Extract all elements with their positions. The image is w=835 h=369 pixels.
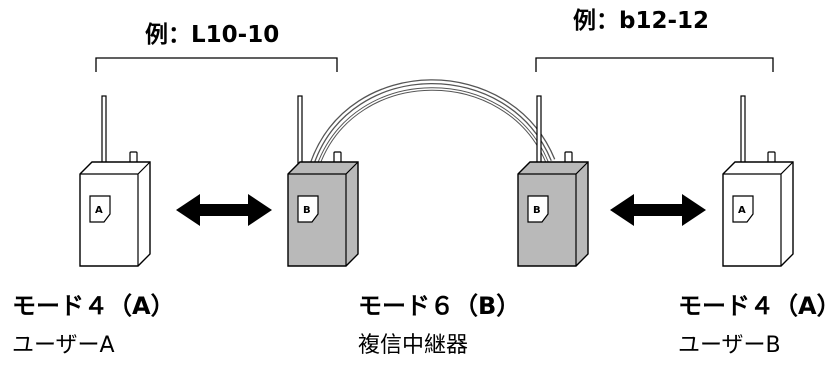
badge-a-icon xyxy=(89,195,111,223)
role-label-user-a: ユーザーA xyxy=(12,333,115,358)
role-label-user-b: ユーザーB xyxy=(678,333,781,358)
svg-text:B: B xyxy=(533,205,541,216)
bidirectional-arrow-icon xyxy=(176,194,272,226)
example-label-left: 例：L10-10 xyxy=(145,22,280,48)
repeater-cable xyxy=(309,79,556,167)
svg-text:B: B xyxy=(303,205,311,216)
left-example-bracket xyxy=(95,57,338,72)
badge-b-icon xyxy=(527,195,549,223)
bidirectional-arrow-icon xyxy=(610,194,706,226)
svg-text:A: A xyxy=(738,205,746,216)
badge-a-icon xyxy=(732,195,754,223)
badge-b-icon xyxy=(297,195,319,223)
transmitter-unit-user-b: A xyxy=(722,95,794,267)
transmitter-unit-repeater-right: B xyxy=(517,95,589,267)
transmitter-unit-repeater-left: B xyxy=(287,95,359,267)
mode-label-user-a: モード４（A） xyxy=(12,292,175,320)
mode-label-user-b: モード４（A） xyxy=(678,292,835,320)
transmitter-unit-user-a: A xyxy=(79,95,151,267)
svg-text:A: A xyxy=(95,205,103,216)
role-label-repeater: 複信中継器 xyxy=(358,333,469,358)
example-label-right: 例：b12-12 xyxy=(573,8,710,34)
mode-label-repeater: モード６（B） xyxy=(358,292,521,320)
right-example-bracket xyxy=(535,57,774,72)
